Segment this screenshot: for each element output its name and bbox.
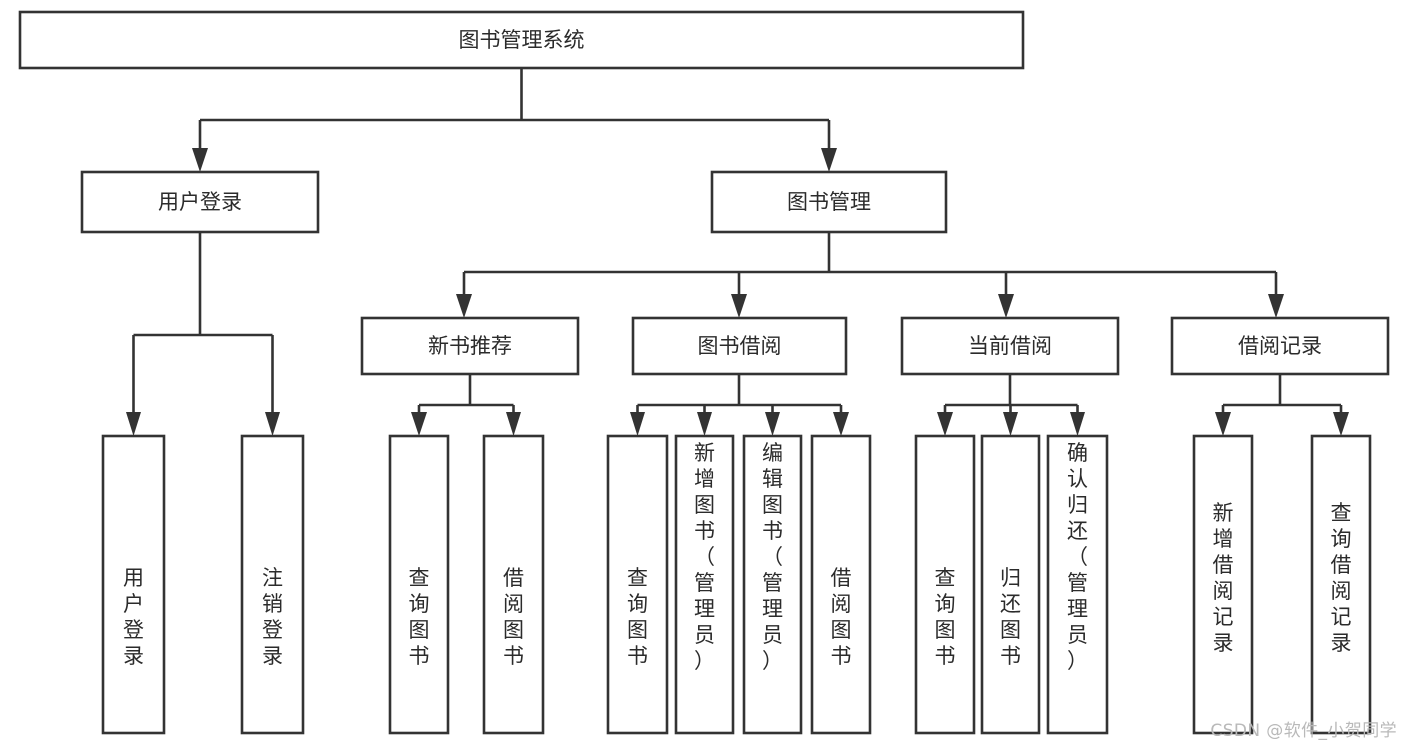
node-leaf-logout-box[interactable] (240, 434, 305, 735)
node-borrow-record-box[interactable] (1170, 316, 1390, 376)
arrowhead-to-leaf-return-book (1003, 412, 1018, 436)
node-leaf-query-book-1-label: 查询图书 (409, 566, 430, 668)
node-current-borrow-label: 当前借阅 (968, 334, 1052, 358)
node-leaf-user-login-label: 用户登录 (123, 566, 144, 668)
node-leaf-query-book-3-box[interactable] (914, 434, 976, 735)
edge-group-current-borrow (937, 374, 1085, 436)
arrowhead-to-leaf-query-book-2 (630, 412, 645, 436)
node-current-borrow[interactable]: 当前借阅 (900, 316, 1120, 376)
node-current-borrow-box[interactable] (900, 316, 1120, 376)
arrowhead-to-leaf-query-book-1 (411, 412, 427, 436)
node-root[interactable]: 图书管理系统 (18, 10, 1025, 70)
arrowhead-to-borrow-record (1268, 294, 1284, 318)
node-book-borrow-label: 图书借阅 (698, 334, 782, 358)
node-leaf-query-book-1[interactable]: 查询图书 (388, 434, 450, 735)
node-leaf-borrow-book-2-box[interactable] (810, 434, 872, 735)
arrowhead-to-leaf-borrow-book-2 (833, 412, 849, 436)
arrowhead-to-book-borrow (731, 294, 747, 318)
arrowhead-to-current-borrow (998, 294, 1014, 318)
node-leaf-query-record-label: 查询借阅记录 (1331, 501, 1352, 655)
node-leaf-add-record-label: 新增借阅记录 (1213, 501, 1234, 655)
node-leaf-query-book-1-box[interactable] (388, 434, 450, 735)
node-leaf-add-record[interactable]: 新增借阅记录 (1192, 434, 1254, 735)
arrowhead-to-leaf-confirm-return (1070, 412, 1085, 436)
arrowhead-to-new-book-rec (456, 294, 472, 318)
arrowhead-to-leaf-borrow-book-1 (506, 412, 521, 436)
csdn-watermark: CSDN @软件_小贺同学 (1210, 721, 1397, 741)
node-leaf-query-book-2-box[interactable] (606, 434, 669, 735)
edge-group-root (192, 68, 837, 172)
arrowhead-to-leaf-query-book-3 (937, 412, 953, 436)
arrowhead-to-leaf-add-record (1215, 412, 1231, 436)
node-root-label: 图书管理系统 (459, 28, 585, 52)
node-leaf-edit-book-label: 编辑图书（管理员） (762, 441, 783, 673)
arrowhead-to-leaf-query-record (1333, 412, 1349, 436)
node-book-borrow-box[interactable] (631, 316, 848, 376)
edge-group-book-borrow (630, 374, 849, 436)
arrowhead-to-leaf-logout (265, 412, 280, 436)
arrowhead-to-leaf-add-book (697, 412, 712, 436)
arrowhead-root-to-user-login (192, 148, 208, 172)
node-user-login[interactable]: 用户登录 (80, 170, 320, 234)
edge-group-book-manage (456, 232, 1284, 318)
node-leaf-query-book-2-label: 查询图书 (627, 566, 648, 668)
node-leaf-logout[interactable]: 注销登录 (240, 434, 305, 735)
node-leaf-query-book-2[interactable]: 查询图书 (606, 434, 669, 735)
node-leaf-confirm-return[interactable]: 确认归还（管理员） (1046, 434, 1109, 735)
node-leaf-confirm-return-box[interactable] (1046, 434, 1109, 735)
node-leaf-add-record-box[interactable] (1192, 434, 1254, 735)
node-leaf-return-book-box[interactable] (980, 434, 1041, 735)
node-leaf-edit-book[interactable]: 编辑图书（管理员） (742, 434, 803, 735)
node-book-manage-box[interactable] (710, 170, 948, 234)
edge-group-borrow-record (1215, 374, 1349, 436)
node-leaf-borrow-book-2-label: 借阅图书 (831, 566, 852, 668)
node-borrow-record[interactable]: 借阅记录 (1170, 316, 1390, 376)
node-leaf-add-book-box[interactable] (674, 434, 735, 735)
node-leaf-add-book-label: 新增图书（管理员） (694, 441, 715, 673)
edge-group-user-login (126, 232, 280, 436)
node-new-book-rec-box[interactable] (360, 316, 580, 376)
arrowhead-to-leaf-edit-book (765, 412, 780, 436)
node-leaf-query-book-3-label: 查询图书 (935, 566, 956, 668)
node-leaf-add-book[interactable]: 新增图书（管理员） (674, 434, 735, 735)
node-leaf-query-record[interactable]: 查询借阅记录 (1310, 434, 1372, 735)
node-book-manage-label: 图书管理 (787, 190, 871, 214)
node-root-box[interactable] (18, 10, 1025, 70)
node-user-login-box[interactable] (80, 170, 320, 234)
arrowhead-root-to-book-manage (821, 148, 837, 172)
node-leaf-borrow-book-2[interactable]: 借阅图书 (810, 434, 872, 735)
edge-group-new-book-rec (411, 374, 521, 436)
node-new-book-rec-label: 新书推荐 (428, 334, 512, 358)
node-leaf-logout-label: 注销登录 (262, 566, 283, 668)
node-leaf-user-login[interactable]: 用户登录 (101, 434, 166, 735)
node-leaf-edit-book-box[interactable] (742, 434, 803, 735)
node-leaf-borrow-book-1-label: 借阅图书 (503, 566, 524, 668)
node-book-borrow[interactable]: 图书借阅 (631, 316, 848, 376)
node-borrow-record-label: 借阅记录 (1238, 334, 1322, 358)
node-book-manage[interactable]: 图书管理 (710, 170, 948, 234)
node-leaf-query-record-box[interactable] (1310, 434, 1372, 735)
node-leaf-query-book-3[interactable]: 查询图书 (914, 434, 976, 735)
node-leaf-confirm-return-label: 确认归还（管理员） (1067, 441, 1088, 673)
node-user-login-label: 用户登录 (158, 190, 242, 214)
node-leaf-return-book[interactable]: 归还图书 (980, 434, 1041, 735)
arrowhead-to-leaf-user-login (126, 412, 141, 436)
node-leaf-borrow-book-1-box[interactable] (482, 434, 545, 735)
node-new-book-rec[interactable]: 新书推荐 (360, 316, 580, 376)
node-leaf-user-login-box[interactable] (101, 434, 166, 735)
node-leaf-borrow-book-1[interactable]: 借阅图书 (482, 434, 545, 735)
node-leaf-return-book-label: 归还图书 (1000, 566, 1021, 668)
